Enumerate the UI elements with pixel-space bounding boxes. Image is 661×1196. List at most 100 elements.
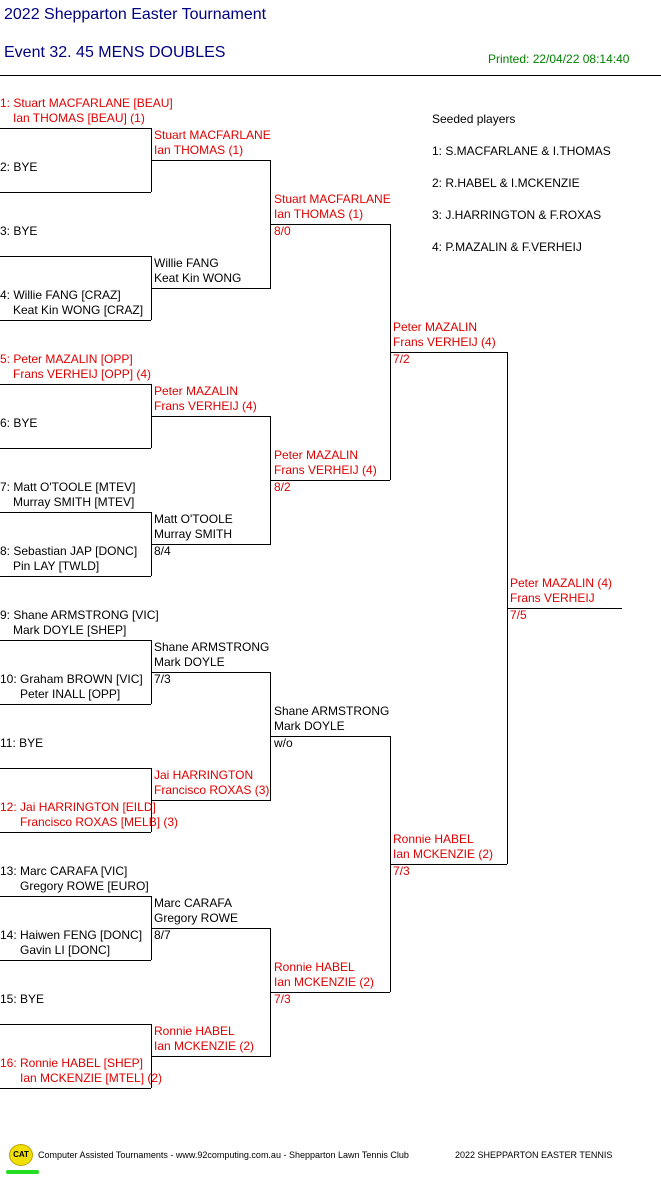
r1-entry-4-line1: 4: Willie FANG [CRAZ] bbox=[0, 288, 121, 302]
r2-entry-7-line1: Marc CARAFA bbox=[154, 896, 233, 910]
r1-entry-9-line1: 9: Shane ARMSTRONG [VIC] bbox=[0, 608, 159, 622]
r1-entry-12-line1: 12: Jai HARRINGTON [EILD] bbox=[0, 800, 156, 814]
r3-line-2 bbox=[270, 480, 390, 481]
r4-entry-2-line1: Ronnie HABEL bbox=[393, 832, 474, 846]
r3-entry-4-line2: Ian MCKENZIE (2) bbox=[274, 975, 375, 989]
seed-3: 3: J.HARRINGTON & F.ROXAS bbox=[432, 208, 602, 222]
r2-entry-4-score: 8/4 bbox=[154, 544, 171, 558]
r2-entry-5-line2: Mark DOYLE bbox=[154, 655, 225, 669]
r3-entry-4-score: 7/3 bbox=[274, 992, 291, 1006]
event-title: Event 32. 45 MENS DOUBLES bbox=[4, 44, 226, 61]
r2-entry-1-line1: Stuart MACFARLANE bbox=[154, 128, 271, 142]
r1-line-10 bbox=[0, 704, 151, 705]
r2-line-6 bbox=[151, 800, 271, 801]
r1-line-8 bbox=[0, 576, 151, 577]
tournament-title: 2022 Shepparton Easter Tournament bbox=[4, 6, 267, 23]
r1-entry-13-line2: Gregory ROWE [EURO] bbox=[20, 879, 149, 893]
r1-line-3 bbox=[0, 256, 151, 257]
logo-underline bbox=[6, 1170, 39, 1174]
r1-line-5 bbox=[0, 384, 151, 385]
r2-line-8 bbox=[151, 1056, 271, 1057]
r3-line-3 bbox=[270, 736, 390, 737]
r2-entry-2-line2: Keat Kin WONG bbox=[154, 271, 242, 285]
r1-entry-8-line1: 8: Sebastian JAP [DONC] bbox=[0, 544, 138, 558]
r1-line-4 bbox=[0, 320, 151, 321]
r1-entry-4-line2: Keat Kin WONG [CRAZ] bbox=[13, 303, 144, 317]
r1-entry-10-line1: 10: Graham BROWN [VIC] bbox=[0, 672, 143, 686]
r2-entry-8-line1: Ronnie HABEL bbox=[154, 1024, 235, 1038]
r1-entry-8-line2: Pin LAY [TWLD] bbox=[13, 559, 100, 573]
r2-line-4 bbox=[151, 544, 271, 545]
r4-entry-1-line1: Peter MAZALIN bbox=[393, 320, 478, 334]
r2-line-5 bbox=[151, 672, 271, 673]
r1-entry-12-line2: Francisco ROXAS [MELB] (3) bbox=[20, 815, 179, 829]
r1-entry-14-line1: 14: Haiwen FENG [DONC] bbox=[0, 928, 143, 942]
r1-entry-16-line1: 16: Ronnie HABEL [SHEP] bbox=[0, 1056, 143, 1070]
r1-entry-7-line2: Murray SMITH [MTEV] bbox=[13, 495, 135, 509]
seeded-heading: Seeded players bbox=[432, 112, 516, 126]
r1-entry-11-line1: 11: BYE bbox=[0, 736, 44, 750]
r1-line-1 bbox=[0, 128, 151, 129]
r1-line-15 bbox=[0, 1024, 151, 1025]
r3-line-4 bbox=[270, 992, 390, 993]
r1-line-7 bbox=[0, 512, 151, 513]
winner-line1: Peter MAZALIN (4) bbox=[510, 576, 613, 590]
r3-entry-2-line1: Peter MAZALIN bbox=[274, 448, 359, 462]
r1-entry-3-line1: 3: BYE bbox=[0, 224, 38, 238]
r1-line-6 bbox=[0, 448, 151, 449]
r2-entry-5-line1: Shane ARMSTRONG bbox=[154, 640, 270, 654]
r3-entry-1-line1: Stuart MACFARLANE bbox=[274, 192, 391, 206]
seed-1: 1: S.MACFARLANE & I.THOMAS bbox=[432, 144, 611, 158]
r2-entry-8-line2: Ian MCKENZIE (2) bbox=[154, 1039, 255, 1053]
seed-4: 4: P.MAZALIN & F.VERHEIJ bbox=[432, 240, 582, 254]
r1-entry-2-line1: 2: BYE bbox=[0, 160, 38, 174]
r2-entry-7-score: 8/7 bbox=[154, 928, 171, 942]
r3-entry-1-line2: Ian THOMAS (1) bbox=[274, 207, 364, 221]
r1-line-16 bbox=[0, 1088, 151, 1089]
r4-line-1 bbox=[390, 352, 507, 353]
r4-entry-1-line2: Frans VERHEIJ (4) bbox=[393, 335, 496, 349]
r2-entry-4-line1: Matt O'TOOLE bbox=[154, 512, 233, 526]
r1-entry-14-line2: Gavin LI [DONC] bbox=[20, 943, 111, 957]
r1-line-13 bbox=[0, 896, 151, 897]
r1-entry-9-line2: Mark DOYLE [SHEP] bbox=[13, 623, 127, 637]
r2-entry-7-line2: Gregory ROWE bbox=[154, 911, 239, 925]
r1-entry-1-line2: Ian THOMAS [BEAU] (1) bbox=[13, 111, 145, 125]
r3-entry-4-line1: Ronnie HABEL bbox=[274, 960, 355, 974]
r4-entry-2-score: 7/3 bbox=[393, 864, 410, 878]
footer-credit: Computer Assisted Tournaments - www.92co… bbox=[38, 1150, 409, 1160]
seed-2: 2: R.HABEL & I.MCKENZIE bbox=[432, 176, 580, 190]
r2-entry-2-line1: Willie FANG bbox=[154, 256, 219, 270]
r1-entry-10-line2: Peter INALL [OPP] bbox=[20, 687, 121, 701]
winner-line bbox=[507, 608, 622, 609]
r2-entry-4-line2: Murray SMITH bbox=[154, 527, 232, 541]
r2-entry-6-line1: Jai HARRINGTON bbox=[154, 768, 254, 782]
r1-entry-1-line1: 1: Stuart MACFARLANE [BEAU] bbox=[0, 96, 173, 110]
r1-entry-6-line1: 6: BYE bbox=[0, 416, 38, 430]
r4-entry-2-line2: Ian MCKENZIE (2) bbox=[393, 847, 494, 861]
r1-line-12 bbox=[0, 832, 151, 833]
r3-entry-3-score: w/o bbox=[274, 736, 293, 750]
r2-line-1 bbox=[151, 160, 271, 161]
r2-entry-3-line2: Frans VERHEIJ (4) bbox=[154, 399, 257, 413]
r1-entry-13-line1: 13: Marc CARAFA [VIC] bbox=[0, 864, 128, 878]
r1-entry-5-line2: Frans VERHEIJ [OPP] (4) bbox=[13, 367, 152, 381]
r2-entry-6-line2: Francisco ROXAS (3) bbox=[154, 783, 270, 797]
r2-entry-1-line2: Ian THOMAS (1) bbox=[154, 143, 244, 157]
printed-timestamp: Printed: 22/04/22 08:14:40 bbox=[488, 52, 630, 66]
r4-line-2 bbox=[390, 864, 507, 865]
r3-entry-3-line2: Mark DOYLE bbox=[274, 719, 345, 733]
winner-line2: Frans VERHEIJ bbox=[510, 591, 595, 605]
header-divider bbox=[0, 75, 661, 76]
r1-line-9 bbox=[0, 640, 151, 641]
r1-line-11 bbox=[0, 768, 151, 769]
r2-line-2 bbox=[151, 288, 271, 289]
winner-score: 7/5 bbox=[510, 608, 527, 622]
r3-entry-2-score: 8/2 bbox=[274, 480, 291, 494]
r2-line-3 bbox=[151, 416, 271, 417]
r1-entry-16-line2: Ian MCKENZIE [MTEL] (2) bbox=[20, 1071, 163, 1085]
r2-entry-3-line1: Peter MAZALIN bbox=[154, 384, 239, 398]
footer-event-name: 2022 SHEPPARTON EASTER TENNIS bbox=[455, 1150, 613, 1160]
r2-line-7 bbox=[151, 928, 271, 929]
r4-entry-1-score: 7/2 bbox=[393, 352, 410, 366]
